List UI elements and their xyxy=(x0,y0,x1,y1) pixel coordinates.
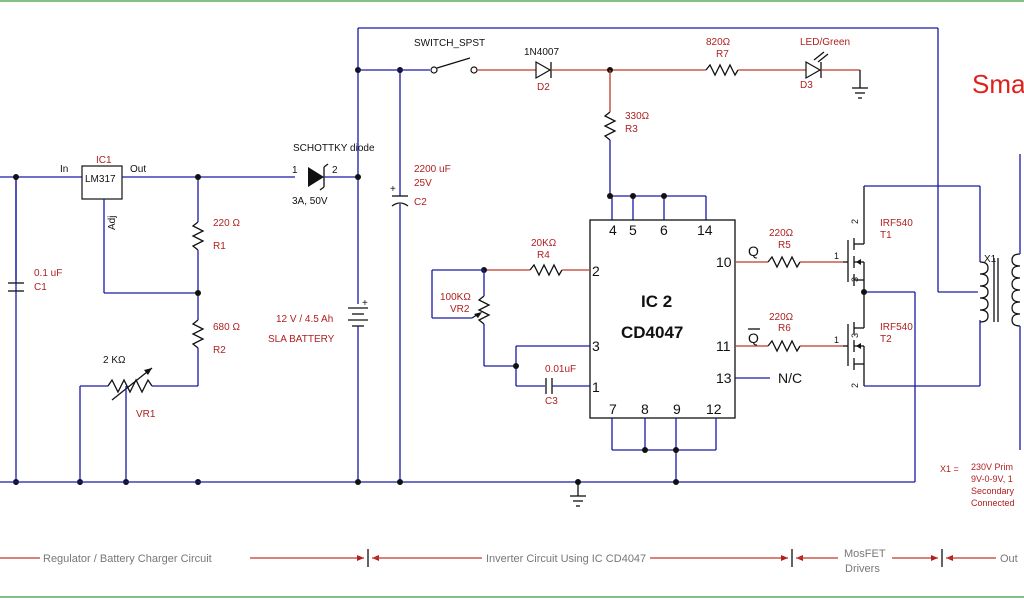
t2-pin3: 3 xyxy=(850,333,860,338)
ground-symbol xyxy=(570,479,586,507)
ic2-pin-6: 6 xyxy=(660,222,668,238)
t1-pin3: 3 xyxy=(850,277,860,282)
ic2-pin-2: 2 xyxy=(592,263,600,279)
schottky-name: SCHOTTKY diode xyxy=(293,143,375,154)
t2-pin2: 2 xyxy=(850,383,860,388)
ic2-pin-5: 5 xyxy=(629,222,637,238)
ic2-pin-10: 10 xyxy=(716,254,732,270)
t1-pin2: 2 xyxy=(850,219,860,224)
r3-ref: R3 xyxy=(625,124,638,135)
ic1-out-label: Out xyxy=(130,164,146,175)
t1-name: IRF540 xyxy=(880,218,913,229)
section-label-output: Out xyxy=(1000,553,1018,565)
schottky-pin1: 1 xyxy=(292,165,298,176)
page-title-fragment: Sma xyxy=(972,69,1024,99)
vr1-ref: VR1 xyxy=(136,409,156,420)
section-label-mosfet-line2: Drivers xyxy=(845,563,880,575)
c3-value: 0.01uF xyxy=(545,364,576,375)
top-rail: SWITCH_SPST 1N4007 D2 820Ω R7 LED/Green … xyxy=(358,27,978,293)
capacitor-c2: + 2200 uF 25V C2 xyxy=(390,67,451,485)
x1-note-line1: 230V Prim xyxy=(971,462,1013,472)
c3-ref: C3 xyxy=(545,396,558,407)
section-label-mosfet-line1: MosFET xyxy=(844,548,886,560)
regulator-section: LM317 IC1 In Out Adj 0.1 uF C1 220 Ω R1 … xyxy=(0,155,295,485)
ic1-in-label: In xyxy=(60,164,68,175)
d3-ref: D3 xyxy=(800,80,813,91)
ic2-pin-8: 8 xyxy=(641,401,649,417)
r5-value: 220Ω xyxy=(769,228,794,239)
ic2-pin-11: 11 xyxy=(716,338,731,354)
ic2-pin-12: 12 xyxy=(706,401,722,417)
d3-name: LED/Green xyxy=(800,37,850,48)
ic1-ref: IC1 xyxy=(96,155,112,166)
vr2-ref: VR2 xyxy=(450,304,470,315)
ic2-name: CD4047 xyxy=(621,323,683,342)
x1-note-line2: 9V-0-9V, 1 xyxy=(971,474,1013,484)
switch-name: SWITCH_SPST xyxy=(414,38,485,49)
r5-ref: R5 xyxy=(778,240,791,251)
section-label-inverter: Inverter Circuit Using IC CD4047 xyxy=(486,553,646,565)
ic2-pin-13: 13 xyxy=(716,370,732,386)
c2-value2: 25V xyxy=(414,178,432,189)
section-label-regulator: Regulator / Battery Charger Circuit xyxy=(43,553,212,565)
ic1-adj-label: Adj xyxy=(107,216,118,230)
t2-name: IRF540 xyxy=(880,322,913,333)
mosfet-drivers: Q 220Ω R5 Q 220Ω R6 1 2 3 IRF540 T1 xyxy=(735,185,981,482)
c2-plus: + xyxy=(390,184,396,195)
t2-ref: T2 xyxy=(880,334,892,345)
x1-ref: X1 xyxy=(984,254,997,265)
c2-ref: C2 xyxy=(414,197,427,208)
timing-network: 20KΩ R4 100KΩ VR2 0.01uF C3 xyxy=(431,238,590,407)
d2-ref: D2 xyxy=(537,82,550,93)
x1-note-line3: Secondary xyxy=(971,486,1015,496)
t1-pin1: 1 xyxy=(834,251,839,261)
r1-ref: R1 xyxy=(213,241,226,252)
ic2-pin-14: 14 xyxy=(697,222,713,238)
schottky-rating: 3A, 50V xyxy=(292,196,328,207)
ic2-pin-3: 3 xyxy=(592,338,600,354)
transformer-x1: X1 X1 = 230V Prim 9V-0-9V, 1 Secondary C… xyxy=(940,154,1021,508)
ic1-name: LM317 xyxy=(85,174,116,185)
battery-line2: SLA BATTERY xyxy=(268,334,335,345)
schottky-pin2: 2 xyxy=(332,165,338,176)
ic2-cd4047: IC 2 CD4047 4 5 6 14 7 8 9 12 2 3 1 10 1… xyxy=(589,193,802,485)
r1-value: 220 Ω xyxy=(213,218,240,229)
c1-value: 0.1 uF xyxy=(34,268,62,279)
ic2-pin-1: 1 xyxy=(592,379,600,395)
t1-ref: T1 xyxy=(880,230,892,241)
ic2-pin-9: 9 xyxy=(673,401,681,417)
r4-ref: R4 xyxy=(537,250,550,261)
d2-name: 1N4007 xyxy=(524,47,559,58)
r2-value: 680 Ω xyxy=(213,322,240,333)
ic2-pin-4: 4 xyxy=(609,222,617,238)
lm317-box xyxy=(81,165,123,200)
r2-ref: R2 xyxy=(213,345,226,356)
r7-ref: R7 xyxy=(716,49,729,60)
ic2-nc-label: N/C xyxy=(778,370,802,386)
r7-value: 820Ω xyxy=(706,37,731,48)
battery: + 12 V / 4.5 Ah SLA BATTERY xyxy=(268,28,368,485)
c1-ref: C1 xyxy=(34,282,47,293)
r6-value: 220Ω xyxy=(769,312,794,323)
ic2-ref: IC 2 xyxy=(641,292,672,311)
ic2-qbar-label: Q xyxy=(748,330,759,346)
battery-plus: + xyxy=(362,298,368,309)
r6-ref: R6 xyxy=(778,323,791,334)
vr1-value: 2 KΩ xyxy=(103,355,126,366)
vr2-value: 100KΩ xyxy=(440,292,471,303)
x1-note-line4: Connected xyxy=(971,498,1015,508)
c2-value1: 2200 uF xyxy=(414,164,451,175)
r3-value: 330Ω xyxy=(625,111,650,122)
battery-line1: 12 V / 4.5 Ah xyxy=(276,314,333,325)
section-ruler: Regulator / Battery Charger Circuit Inve… xyxy=(0,548,1018,575)
t2-pin1: 1 xyxy=(834,335,839,345)
r4-value: 20KΩ xyxy=(531,238,557,249)
ic2-pin-7: 7 xyxy=(609,401,617,417)
ic2-q-label: Q xyxy=(748,243,759,259)
x1-note-label: X1 = xyxy=(940,464,959,474)
ic2-box xyxy=(589,219,736,419)
schottky-diode: SCHOTTKY diode 1 2 3A, 50V xyxy=(292,143,375,207)
